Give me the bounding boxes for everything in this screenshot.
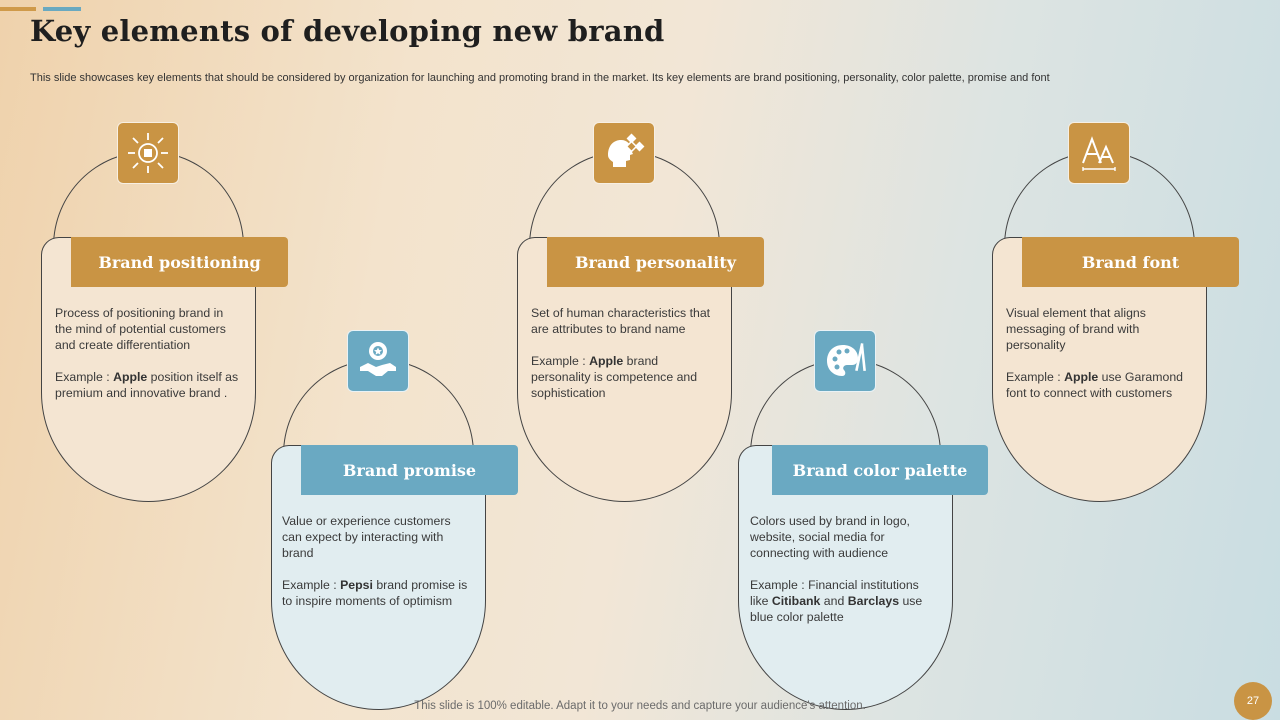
card-text: Colors used by brand in logo, website, s… [750, 513, 938, 625]
card-example: Example : Financial institutions like Ci… [750, 578, 923, 624]
card-label: Brand personality [547, 237, 764, 287]
card-text: Set of human characteristics that are at… [531, 305, 719, 401]
card-text: Value or experience customers can expect… [282, 513, 470, 609]
card-example: Example : Apple brand personality is com… [531, 354, 698, 400]
page-title: Key elements of developing new brand [30, 14, 665, 48]
card-description: Process of positioning brand in the mind… [55, 306, 226, 352]
card-text: Visual element that aligns messaging of … [1006, 305, 1194, 401]
handshake-badge-icon [347, 330, 409, 392]
accent-bar-blue [43, 7, 81, 11]
positioning-icon [117, 122, 179, 184]
head-puzzle-icon [593, 122, 655, 184]
card-example: Example : Apple use Garamond font to con… [1006, 370, 1184, 400]
card-example: Example : Pepsi brand promise is to insp… [282, 578, 468, 608]
card-label: Brand promise [301, 445, 518, 495]
card-description: Set of human characteristics that are at… [531, 306, 711, 336]
card-example: Example : Apple position itself as premi… [55, 370, 239, 400]
card-label: Brand positioning [71, 237, 288, 287]
card-description: Visual element that aligns messaging of … [1006, 306, 1146, 352]
page-number: 27 [1234, 682, 1272, 720]
palette-icon [814, 330, 876, 392]
card-label: Brand color palette [772, 445, 988, 495]
card-description: Colors used by brand in logo, website, s… [750, 514, 910, 560]
accent-bar-gold [0, 7, 36, 11]
footer-note: This slide is 100% editable. Adapt it to… [414, 700, 866, 712]
card-description: Value or experience customers can expect… [282, 514, 451, 560]
card-label: Brand font [1022, 237, 1239, 287]
font-icon [1068, 122, 1130, 184]
card-text: Process of positioning brand in the mind… [55, 305, 243, 401]
page-subtitle: This slide showcases key elements that s… [30, 72, 1050, 84]
